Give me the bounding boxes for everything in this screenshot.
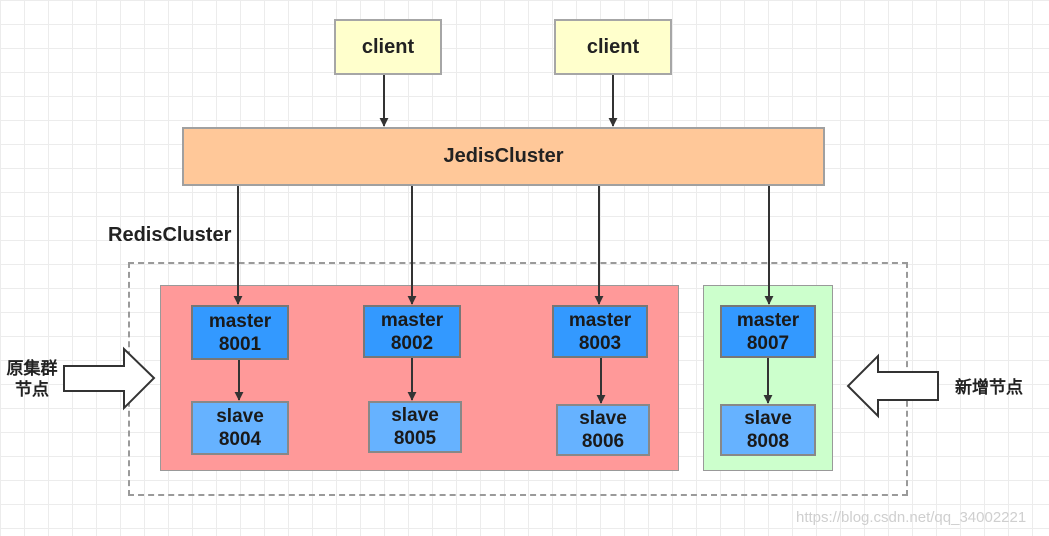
master-port: 8001	[218, 333, 262, 355]
slave-port: 8008	[746, 431, 790, 452]
master-role: master	[568, 309, 632, 331]
slave-role: slave	[579, 408, 627, 429]
slave-role: slave	[391, 405, 439, 426]
master-port: 8003	[578, 332, 622, 354]
original-cluster-label-line1: 原集群	[6, 359, 58, 378]
slave-port: 8006	[581, 431, 625, 452]
master-role: master	[736, 309, 800, 331]
watermark-text: https://blog.csdn.net/qq_34002221	[796, 509, 1027, 526]
master-node-8003: master 8003	[552, 305, 648, 358]
slave-node-8005: slave 8005	[368, 401, 462, 453]
block-arrow-left	[846, 353, 939, 419]
redis-cluster-title: RedisCluster	[108, 224, 232, 246]
client-label: client	[361, 35, 415, 58]
slave-port: 8005	[393, 428, 437, 449]
slave-node-8006: slave 8006	[556, 404, 650, 456]
client-label: client	[586, 35, 640, 58]
client-box-1: client	[334, 19, 442, 75]
slave-role: slave	[744, 408, 792, 429]
slave-node-8008: slave 8008	[720, 404, 816, 456]
slave-role: slave	[216, 406, 264, 427]
master-role: master	[208, 310, 272, 332]
original-cluster-label-line2: 节点	[15, 380, 49, 399]
jedis-cluster-label: JedisCluster	[443, 145, 564, 167]
master-port: 8002	[390, 332, 434, 354]
block-arrow-right	[63, 346, 156, 411]
client-box-2: client	[554, 19, 672, 75]
master-node-8001: master 8001	[191, 305, 289, 360]
master-node-8007: master 8007	[720, 305, 816, 358]
jedis-cluster-box: JedisCluster	[182, 127, 825, 186]
master-role: master	[380, 309, 444, 331]
master-node-8002: master 8002	[363, 305, 461, 358]
master-port: 8007	[746, 332, 790, 354]
original-cluster-label: 原集群 节点	[2, 358, 62, 400]
slave-node-8004: slave 8004	[191, 401, 289, 455]
slave-port: 8004	[218, 429, 262, 450]
new-nodes-label: 新增节点	[955, 378, 1023, 397]
